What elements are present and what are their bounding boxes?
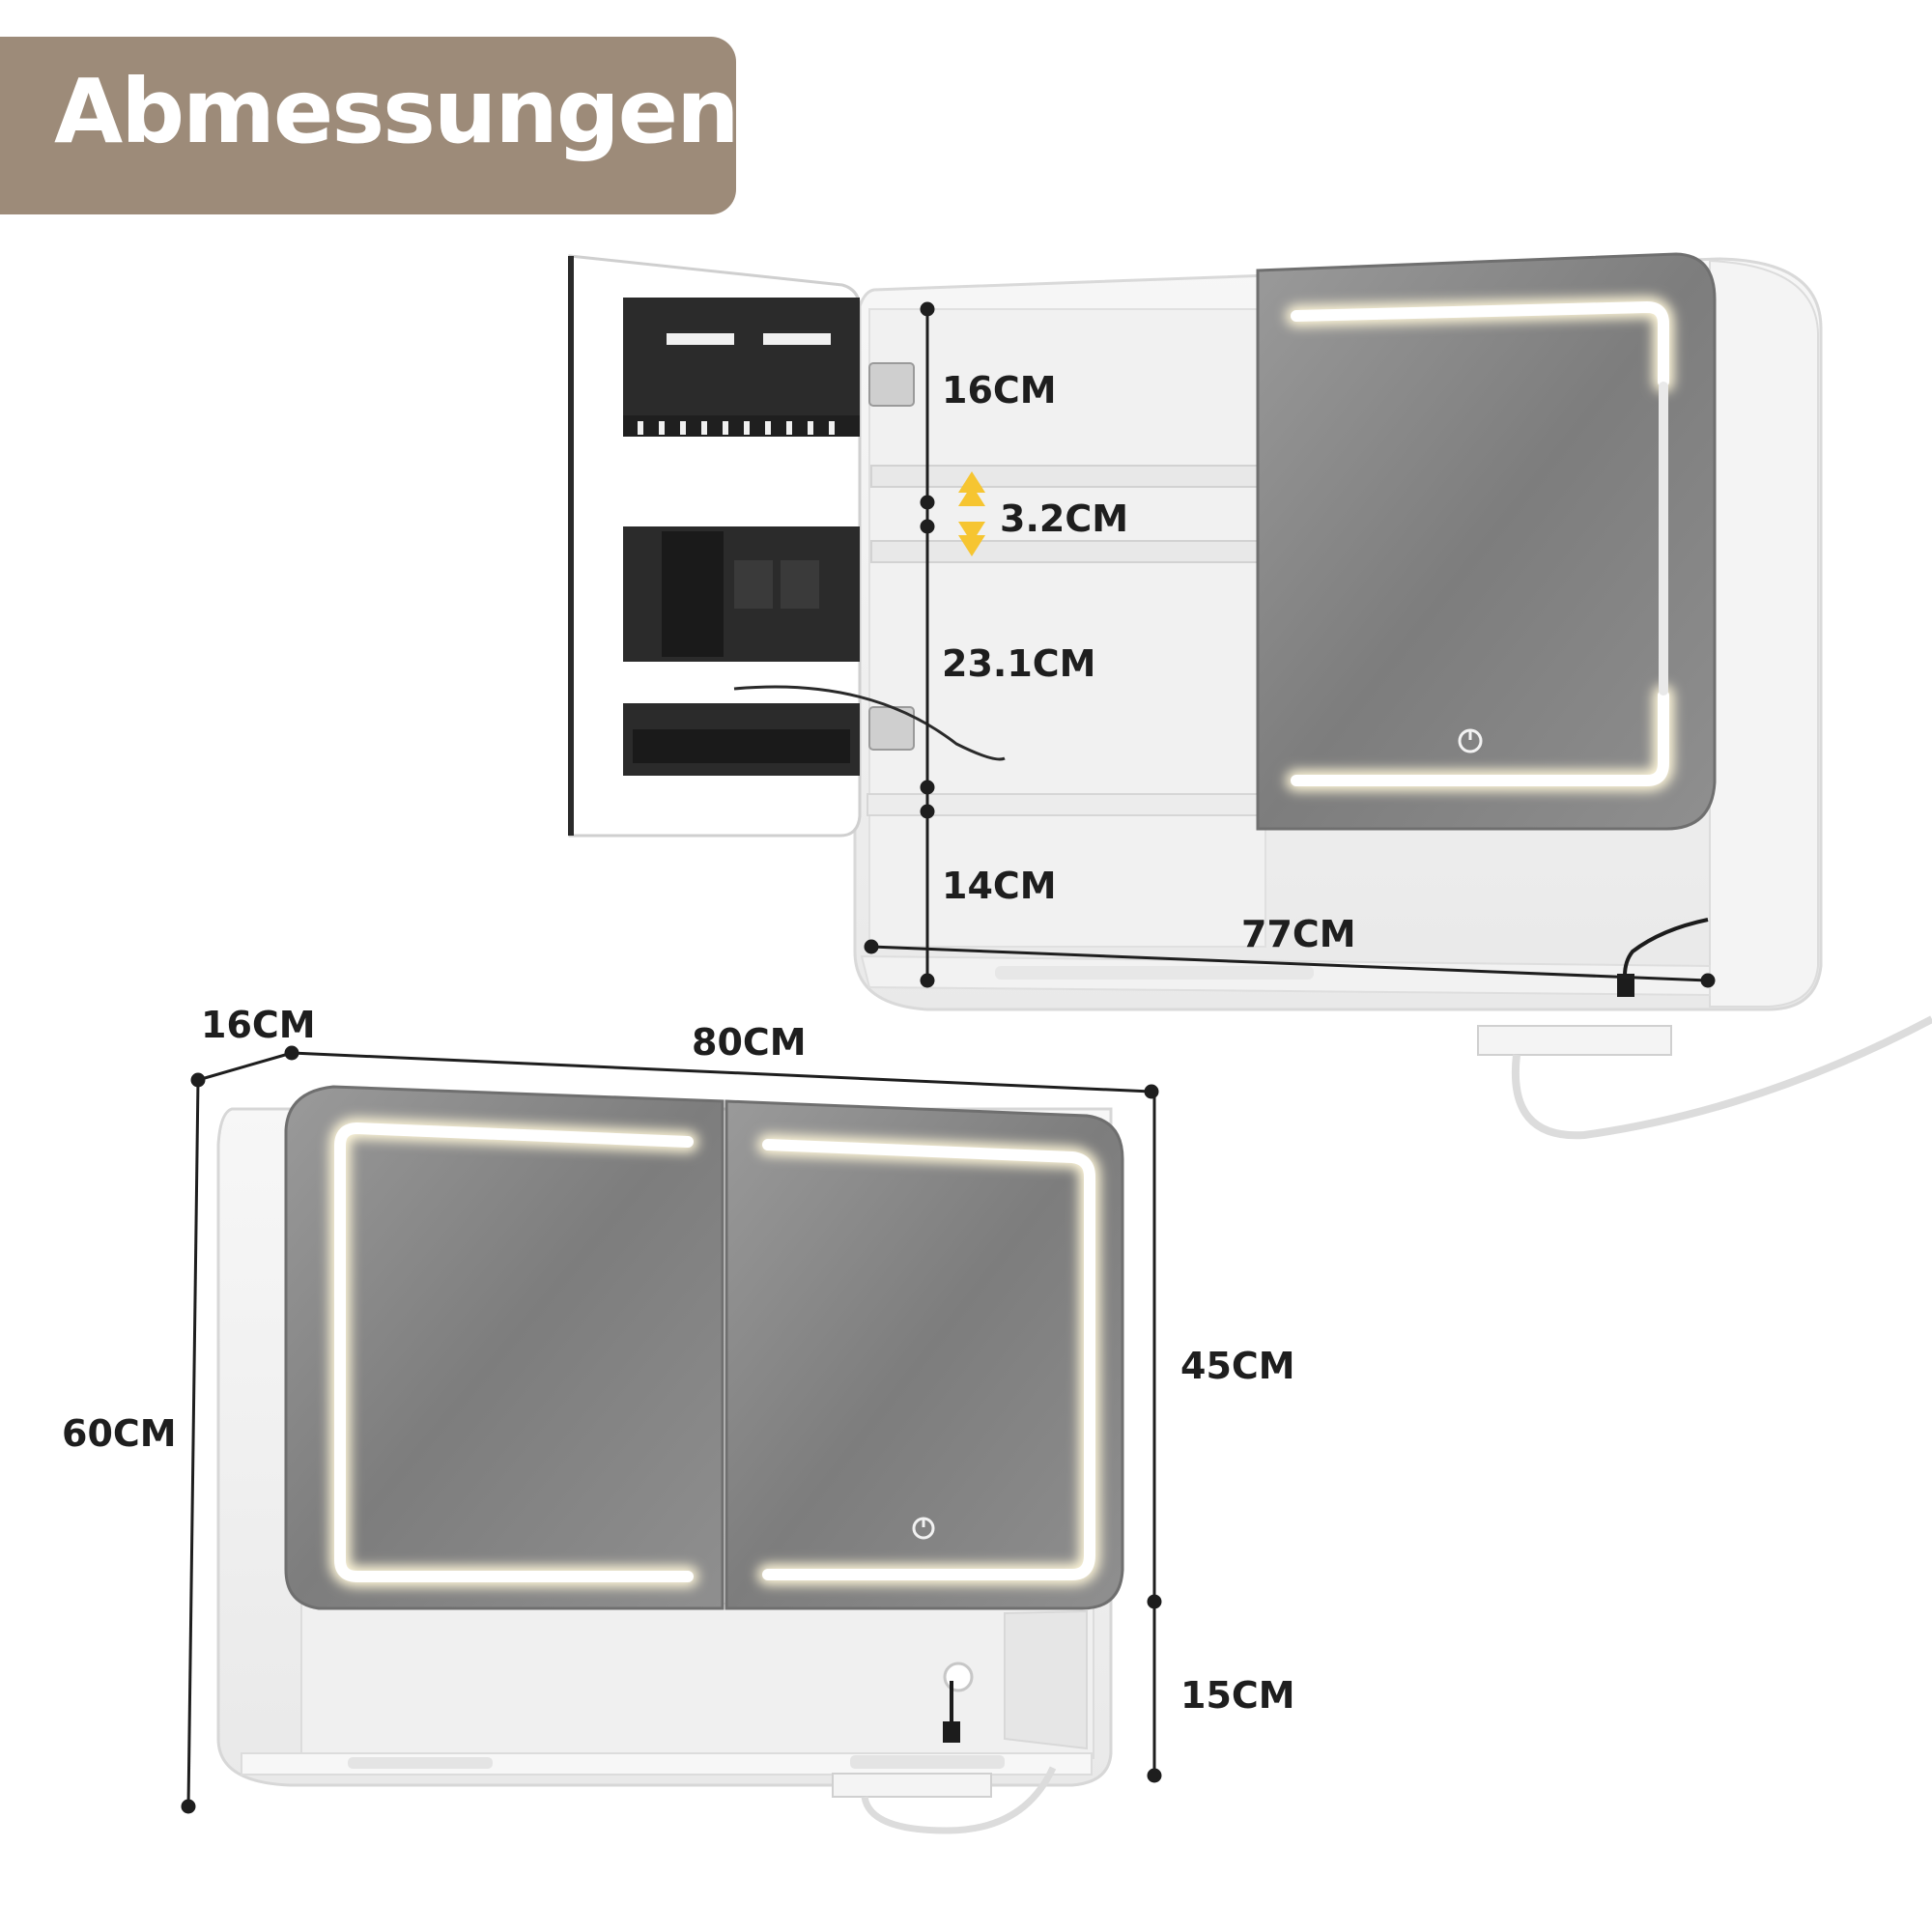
usb-cable — [1623, 918, 1709, 977]
dimension-lines-bottom — [181, 1045, 1162, 1814]
power-button-icon[interactable] — [1458, 728, 1483, 753]
dimension-label-depth: 16CM — [201, 1004, 316, 1046]
dimension-label-bottom-shelf: 14CM — [942, 865, 1057, 907]
cabinet-interior — [868, 308, 1266, 948]
dimension-lines-top — [864, 301, 1716, 988]
dimension-label-inner-width: 77CM — [1241, 913, 1356, 955]
title-banner — [0, 37, 736, 214]
mirror-door-right — [1256, 252, 1717, 831]
dimension-label-open-shelf-height: 15CM — [1180, 1674, 1295, 1717]
usb-plug — [943, 1721, 960, 1743]
closed-cabinet-view — [216, 1085, 1124, 1834]
dimension-label-height: 60CM — [62, 1412, 177, 1455]
led-frame-right — [757, 1134, 1100, 1585]
bottom-ledge — [995, 966, 1314, 980]
led-frame — [1286, 296, 1674, 791]
door-edge — [568, 256, 574, 836]
door-cable — [733, 685, 1006, 761]
cable-hole — [943, 1662, 974, 1692]
dimension-label-top-section: 16CM — [942, 369, 1057, 412]
arrow-up-icon — [958, 471, 985, 506]
led-frame-left — [329, 1117, 698, 1587]
power-box — [832, 1773, 992, 1798]
page-title: Abmessungen — [54, 60, 740, 163]
mirror-door-right-closed — [724, 1099, 1124, 1610]
power-cable-icon — [861, 1766, 1057, 1834]
open-cabinet-view — [568, 252, 1932, 1140]
hinge-icon — [868, 362, 915, 751]
dimension-label-shelf-gap: 3.2CM — [1000, 497, 1129, 540]
mirror-door-left — [284, 1085, 724, 1610]
power-box — [1477, 1025, 1672, 1056]
dimension-label-mirror-height: 45CM — [1180, 1345, 1295, 1387]
cabinet-side-panel — [1709, 259, 1819, 1008]
organizer-middle — [623, 526, 860, 662]
glass-shelf-lower — [870, 540, 1278, 563]
usb-plug — [1617, 974, 1634, 997]
organizer-top — [623, 298, 860, 437]
power-button-icon[interactable] — [912, 1517, 935, 1540]
dimension-label-width: 80CM — [692, 1021, 807, 1064]
organizer-hooks — [638, 421, 835, 435]
closed-open-shelf — [300, 1603, 1094, 1759]
dimension-label-middle-section: 23.1CM — [942, 642, 1096, 685]
glass-shelf-upper — [870, 465, 1278, 488]
power-cable-icon — [1511, 1015, 1932, 1140]
organizer-bottom — [623, 703, 860, 776]
arrow-down-icon — [958, 522, 985, 556]
